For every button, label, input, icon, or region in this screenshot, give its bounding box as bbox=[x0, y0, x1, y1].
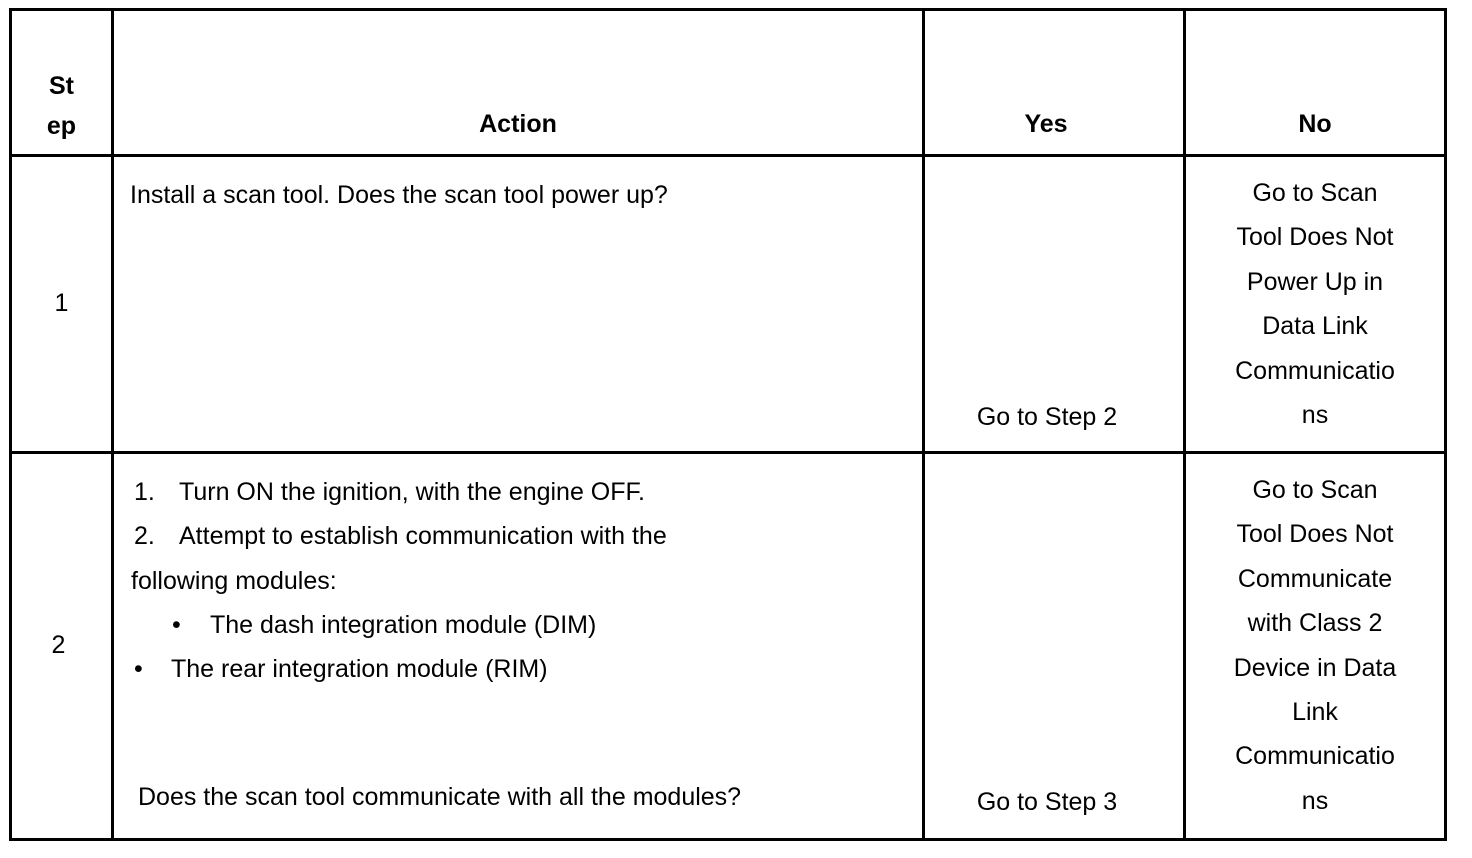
action-item-number: 1. bbox=[134, 478, 155, 506]
header-step-line2: ep bbox=[46, 112, 77, 140]
no-cell: Go to Scan Tool Does Not Communicate wit… bbox=[1183, 451, 1447, 841]
action-item-text: Turn ON the ignition, with the engine OF… bbox=[179, 478, 645, 506]
no-text: Go to Scan Tool Does Not Power Up in Dat… bbox=[1186, 171, 1444, 437]
header-action-cell: Action bbox=[111, 8, 925, 157]
header-yes: Yes bbox=[1024, 110, 1068, 138]
yes-text: Go to Step 3 bbox=[976, 788, 1118, 816]
no-line: Power Up in bbox=[1246, 267, 1384, 296]
step-cell: 2 bbox=[9, 451, 114, 841]
no-line: Go to Scan bbox=[1252, 179, 1378, 207]
no-line: with Class 2 bbox=[1247, 609, 1383, 638]
no-line: ns bbox=[1301, 786, 1329, 815]
no-line: Communicatio bbox=[1235, 356, 1395, 385]
no-line: Device in Data bbox=[1233, 653, 1397, 682]
no-line: Link bbox=[1292, 698, 1338, 727]
action-cell: 1. Turn ON the ignition, with the engine… bbox=[111, 451, 925, 841]
action-bullet-text: The dash integration module (DIM) bbox=[210, 611, 597, 639]
yes-text: Go to Step 2 bbox=[976, 403, 1118, 431]
header-step-line1: St bbox=[49, 72, 74, 100]
no-line: Tool Does Not bbox=[1236, 223, 1394, 252]
header-action: Action bbox=[479, 110, 557, 138]
no-line: ns bbox=[1301, 401, 1329, 430]
diagnostic-table: St ep Action Yes No 1 Install a scan too… bbox=[9, 8, 1447, 841]
no-line: Go to Scan bbox=[1252, 476, 1378, 504]
step-number: 2 bbox=[51, 631, 66, 659]
action-item-text: Attempt to establish communication with … bbox=[179, 522, 667, 550]
yes-cell: Go to Step 3 bbox=[922, 451, 1186, 841]
table-row: 2 1. Turn ON the ignition, with the engi… bbox=[9, 451, 1447, 841]
no-line: Communicate bbox=[1237, 564, 1393, 593]
header-no-cell: No bbox=[1183, 8, 1447, 157]
header-step: St ep bbox=[12, 66, 111, 146]
action-bullet-text: The rear integration module (RIM) bbox=[171, 655, 548, 683]
action-text: Install a scan tool. Does the scan tool … bbox=[130, 181, 668, 209]
step-number: 1 bbox=[54, 289, 69, 317]
no-line: Communicatio bbox=[1235, 742, 1395, 771]
no-text: Go to Scan Tool Does Not Communicate wit… bbox=[1186, 468, 1444, 823]
header-no: No bbox=[1298, 110, 1332, 138]
bullet-icon: • bbox=[134, 655, 143, 683]
action-cell: Install a scan tool. Does the scan tool … bbox=[111, 154, 925, 454]
step-cell: 1 bbox=[9, 154, 114, 454]
no-line: Data Link bbox=[1262, 312, 1368, 341]
table-header-row: St ep Action Yes No bbox=[9, 8, 1447, 157]
table-row: 1 Install a scan tool. Does the scan too… bbox=[9, 154, 1447, 454]
no-cell: Go to Scan Tool Does Not Power Up in Dat… bbox=[1183, 154, 1447, 454]
action-item-continuation: following modules: bbox=[131, 567, 337, 595]
header-step-cell: St ep bbox=[9, 8, 114, 157]
action-item-number: 2. bbox=[134, 522, 155, 550]
action-question: Does the scan tool communicate with all … bbox=[138, 783, 742, 811]
no-line: Tool Does Not bbox=[1236, 520, 1394, 549]
bullet-icon: • bbox=[172, 611, 181, 639]
yes-cell: Go to Step 2 bbox=[922, 154, 1186, 454]
header-yes-cell: Yes bbox=[922, 8, 1186, 157]
